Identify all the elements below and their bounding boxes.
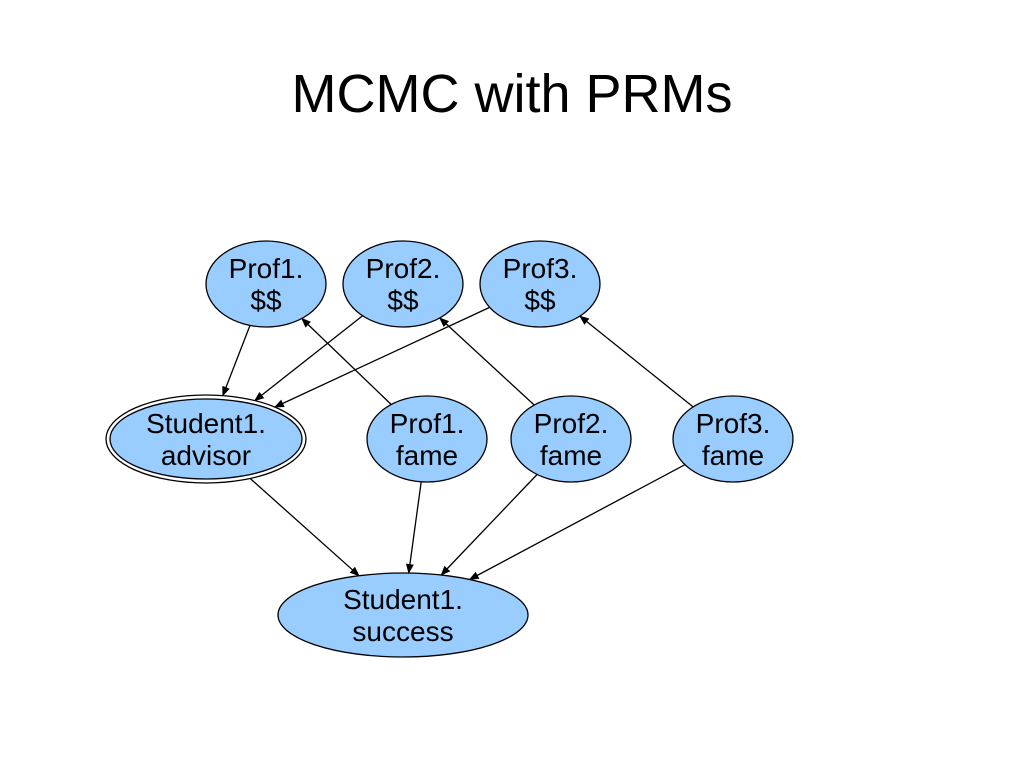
edge-prof1-money-to-student1-advisor bbox=[222, 325, 251, 397]
node-ellipse bbox=[205, 240, 327, 328]
node-label-line: advisor bbox=[161, 440, 251, 471]
node-prof2-fame: Prof2.fame bbox=[510, 395, 632, 483]
node-label-line: fame bbox=[540, 440, 602, 471]
edges-layer bbox=[222, 306, 694, 581]
node-student1-advisor: Student1.advisor bbox=[105, 394, 307, 484]
node-student1-success: Student1.success bbox=[277, 572, 529, 658]
edge-prof2-money-to-student1-advisor bbox=[254, 315, 364, 402]
node-ellipse bbox=[510, 395, 632, 483]
edge-prof3-fame-to-prof3-money bbox=[579, 315, 694, 408]
edge-prof3-fame-to-student1-success bbox=[468, 464, 686, 581]
edge-prof2-fame-to-student1-success bbox=[440, 474, 538, 576]
node-label-line: Prof3. bbox=[503, 253, 578, 284]
node-ellipse bbox=[479, 240, 601, 328]
node-ellipse bbox=[277, 572, 529, 658]
node-prof1-money: Prof1.$$ bbox=[205, 240, 327, 328]
node-label-line: $$ bbox=[387, 285, 419, 316]
node-label-line: fame bbox=[702, 440, 764, 471]
node-label-line: Prof1. bbox=[390, 408, 465, 439]
node-prof1-fame: Prof1.fame bbox=[366, 395, 488, 483]
node-prof3-money: Prof3.$$ bbox=[479, 240, 601, 328]
node-label-line: $$ bbox=[250, 285, 282, 316]
node-ellipse bbox=[109, 398, 303, 480]
node-label-line: fame bbox=[396, 440, 458, 471]
node-label-line: Prof3. bbox=[696, 408, 771, 439]
edge-prof2-fame-to-prof2-money bbox=[439, 317, 535, 406]
node-label-line: success bbox=[352, 616, 453, 647]
node-label-line: Student1. bbox=[146, 408, 266, 439]
node-label-line: $$ bbox=[524, 285, 556, 316]
node-label-line: Prof2. bbox=[366, 253, 441, 284]
node-label-line: Prof1. bbox=[229, 253, 304, 284]
node-ellipse bbox=[366, 395, 488, 483]
edge-prof3-money-to-student1-advisor bbox=[273, 306, 490, 408]
node-prof3-fame: Prof3.fame bbox=[672, 395, 794, 483]
node-ellipse bbox=[672, 395, 794, 483]
slide-title: MCMC with PRMs bbox=[291, 64, 733, 124]
edge-prof1-fame-to-prof1-money bbox=[301, 317, 392, 405]
node-ellipse bbox=[342, 240, 464, 328]
node-label-line: Prof2. bbox=[534, 408, 609, 439]
node-prof2-money: Prof2.$$ bbox=[342, 240, 464, 328]
nodes-layer: Prof1.$$Prof2.$$Prof3.$$Student1.advisor… bbox=[105, 240, 794, 658]
edge-student1-advisor-to-student1-success bbox=[249, 478, 360, 577]
node-label-line: Student1. bbox=[343, 584, 463, 615]
edge-prof1-fame-to-student1-success bbox=[405, 481, 422, 574]
